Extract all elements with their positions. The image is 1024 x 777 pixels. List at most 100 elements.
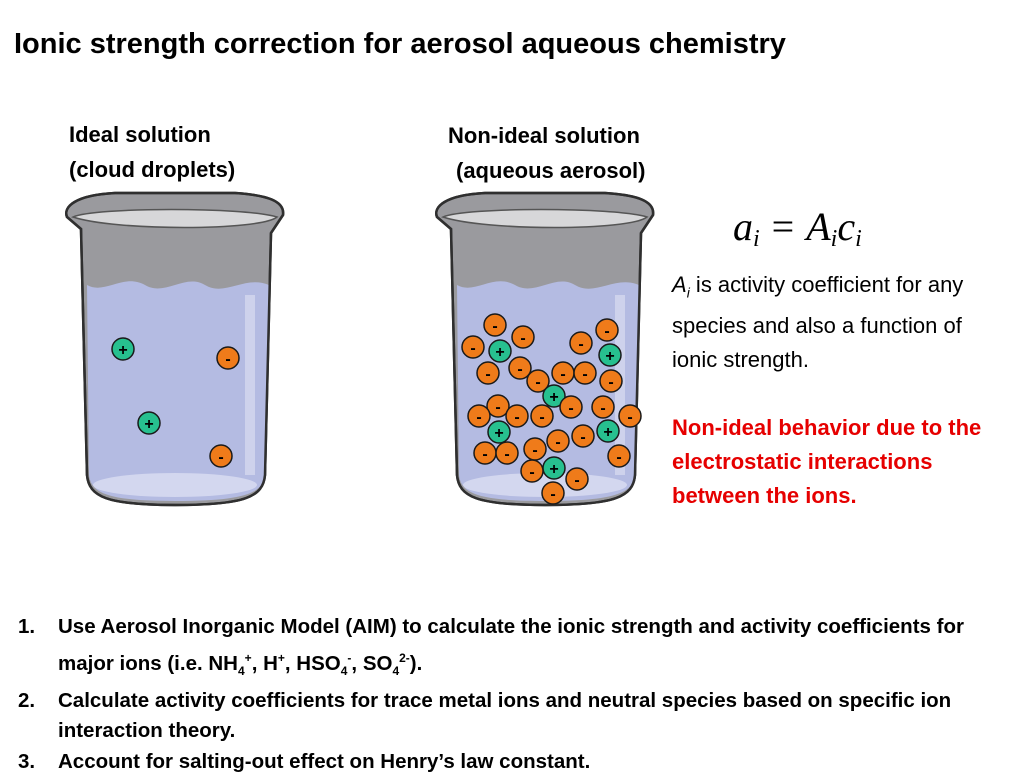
ion-cation: + [596, 419, 620, 443]
svg-text:-: - [539, 409, 544, 426]
nonideal-beaker-illustration: ----+-+------+-------++------+--- [435, 191, 655, 507]
svg-text:+: + [549, 461, 558, 478]
description-text: is activity coefficient for any species … [672, 272, 964, 373]
svg-text:-: - [476, 409, 481, 426]
svg-text:-: - [492, 318, 497, 335]
ion-anion: - [569, 331, 593, 355]
formula-subscript: i [855, 226, 862, 252]
ion-anion: - [551, 361, 575, 385]
ion-anion: - [607, 444, 631, 468]
ion-cation: + [111, 337, 135, 361]
ion-cation: + [542, 384, 566, 408]
method-steps-list: 1. Use Aerosol Inorganic Model (AIM) to … [14, 612, 1014, 777]
ion-anion: - [511, 325, 535, 349]
svg-text:-: - [582, 366, 587, 383]
svg-text:-: - [470, 340, 475, 357]
nonideal-behavior-note: Non-ideal behavior due to the electrosta… [672, 415, 982, 508]
ion-anion: - [473, 441, 497, 465]
svg-text:+: + [494, 425, 503, 442]
ion-anion: - [486, 394, 510, 418]
activity-formula: ai=Aici [733, 203, 862, 253]
ion-anion: - [216, 346, 240, 370]
coefficient-symbol: Ai [672, 272, 690, 301]
svg-text:-: - [535, 374, 540, 391]
ion-anion: - [495, 441, 519, 465]
svg-text:-: - [578, 336, 583, 353]
svg-text:+: + [549, 389, 558, 406]
ion-anion: - [461, 335, 485, 359]
nonideal-solution-caption: Non-ideal solution (aqueous aerosol) [448, 118, 645, 188]
svg-text:-: - [495, 399, 500, 416]
svg-text:-: - [568, 400, 573, 417]
svg-text:-: - [532, 442, 537, 459]
formula-subscript: i [830, 226, 838, 252]
ion-anion: - [559, 395, 583, 419]
svg-text:+: + [605, 348, 614, 365]
ion-cluster: ----+-+------+-------++------+--- [461, 313, 642, 505]
step-text: Calculate activity coefficients for trac… [58, 688, 952, 743]
svg-text:-: - [560, 366, 565, 383]
svg-text:-: - [225, 351, 230, 368]
svg-text:-: - [604, 323, 609, 340]
step-item: 3. Account for salting-out effect on Hen… [14, 747, 1014, 777]
svg-text:-: - [517, 361, 522, 378]
ion-anion: - [599, 369, 623, 393]
nonideal-caption-line2: (aqueous aerosol) [456, 158, 646, 183]
svg-text:+: + [603, 424, 612, 441]
ion-anion: - [476, 361, 500, 385]
svg-text:-: - [520, 330, 525, 347]
formula-subscript: i [753, 226, 760, 252]
ion-anion: - [520, 459, 544, 483]
svg-text:-: - [482, 446, 487, 463]
svg-text:-: - [529, 464, 534, 481]
svg-text:+: + [495, 344, 504, 361]
ion-anion: - [618, 404, 642, 428]
ideal-caption-line2: (cloud droplets) [69, 157, 236, 182]
ideal-solution-caption: Ideal solution (cloud droplets) [69, 117, 235, 187]
ion-anion: - [508, 356, 532, 380]
svg-text:-: - [504, 446, 509, 463]
svg-text:-: - [600, 400, 605, 417]
ion-anion: - [571, 424, 595, 448]
ion-anion: - [523, 437, 547, 461]
ion-anion: - [483, 313, 507, 337]
step-item: 2. Calculate activity coefficients for t… [14, 686, 1014, 747]
ion-anion: - [565, 467, 589, 491]
ion-anion: - [209, 444, 233, 468]
ideal-beaker-illustration: + + - - [65, 191, 285, 507]
activity-coefficient-description: Ai is activity coefficient for any speci… [672, 268, 1012, 377]
nonideal-caption-line1: Non-ideal solution [448, 123, 640, 148]
step-number: 1. [18, 615, 36, 638]
ion-anion: - [595, 318, 619, 342]
ion-anion: - [546, 429, 570, 453]
ideal-caption-line1: Ideal solution [69, 122, 211, 147]
step-number: 3. [18, 749, 36, 773]
formula-activity-symbol: a [733, 204, 753, 249]
svg-text:-: - [514, 409, 519, 426]
svg-text:-: - [574, 472, 579, 489]
ion-cation: + [598, 343, 622, 367]
ion-cation: + [488, 339, 512, 363]
svg-text:-: - [627, 409, 632, 426]
ion-anion: - [526, 369, 550, 393]
svg-text:+: + [118, 342, 127, 359]
ion-anion: - [591, 395, 615, 419]
svg-text:-: - [608, 374, 613, 391]
slide-title: Ionic strength correction for aerosol aq… [14, 28, 786, 60]
svg-text:-: - [218, 449, 223, 466]
svg-text:-: - [550, 486, 555, 503]
ion-cation: + [487, 420, 511, 444]
formula-coefficient-symbol: A [806, 204, 831, 249]
formula-concentration-symbol: c [837, 204, 856, 249]
svg-text:-: - [485, 366, 490, 383]
ion-anion: - [467, 404, 491, 428]
svg-text:-: - [555, 434, 560, 451]
ion-cation: + [542, 456, 566, 480]
ion-anion: - [530, 404, 554, 428]
ion-anion: - [505, 404, 529, 428]
ion-anion: - [541, 481, 565, 505]
step-number: 2. [18, 688, 36, 712]
step-text: Account for salting-out effect on Henry’… [58, 749, 591, 773]
step-item: 1. Use Aerosol Inorganic Model (AIM) to … [14, 612, 1014, 686]
svg-text:+: + [144, 416, 153, 433]
